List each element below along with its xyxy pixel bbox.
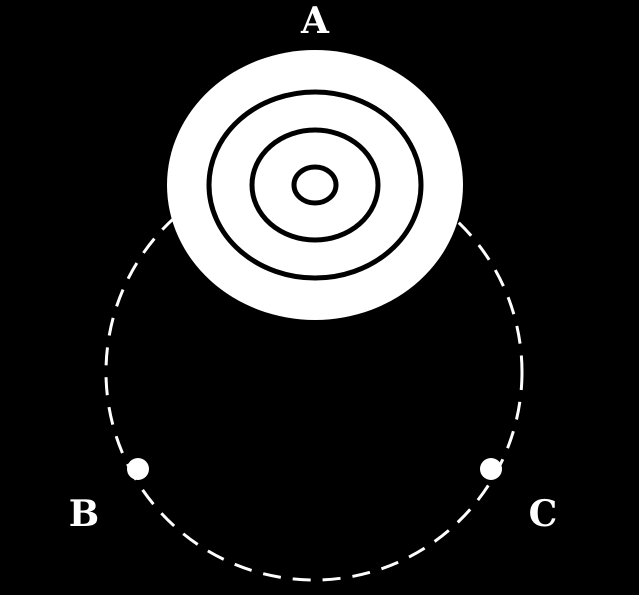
label-b: B (69, 493, 99, 535)
label-a: A (300, 0, 330, 42)
source-ring-3 (206, 89, 424, 281)
source-ring-2 (249, 127, 381, 243)
point-b-dot (127, 458, 149, 480)
point-c-dot (480, 458, 502, 480)
concentric-source-a (167, 50, 463, 320)
source-ring-1 (291, 164, 339, 206)
label-c: C (529, 493, 558, 535)
dashed-orbit-path (104, 162, 524, 582)
